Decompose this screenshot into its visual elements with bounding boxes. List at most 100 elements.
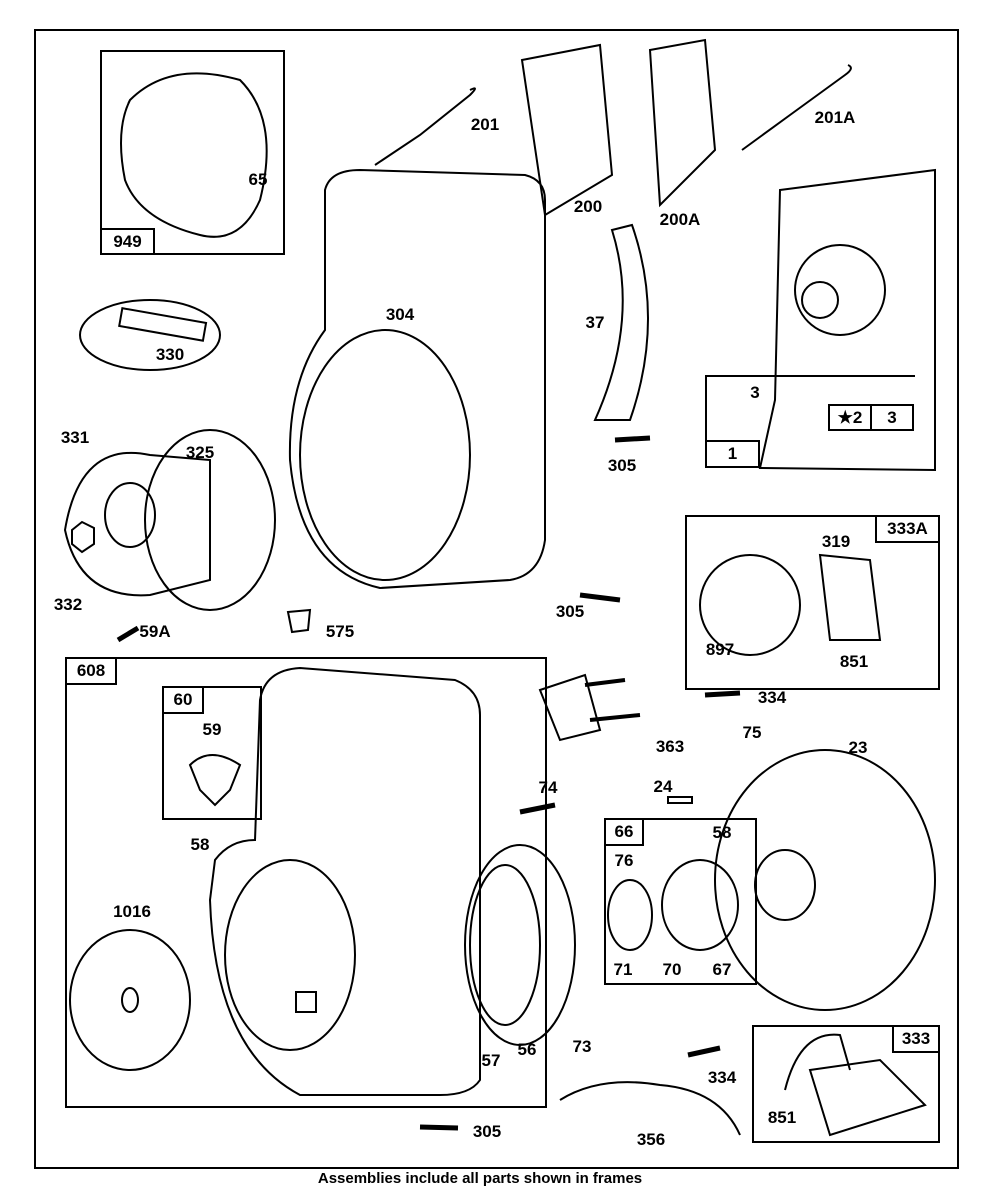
frame-label-3: 3 [870, 404, 914, 431]
part-label-332: 332 [53, 595, 83, 614]
pin-59A [116, 625, 140, 643]
screw-334 [687, 1045, 721, 1058]
clutch-76 [607, 879, 653, 951]
screw-305 [419, 1124, 459, 1131]
starter-opening [224, 859, 356, 1051]
part-label-330: 330 [155, 345, 185, 364]
frame-label-608: 608 [65, 657, 117, 685]
part-label-851: 851 [767, 1108, 797, 1127]
part-label-331: 331 [60, 428, 90, 447]
frame-333A [685, 515, 940, 690]
part-label-305: 305 [555, 602, 585, 621]
sleeve-330 [118, 307, 208, 342]
part-label-59A: 59A [139, 622, 171, 641]
part-label-363: 363 [655, 737, 685, 756]
part-label-71: 71 [613, 960, 633, 979]
cylinder-bearing [794, 244, 886, 336]
frame-1 [705, 375, 915, 468]
bracket-200 [520, 43, 614, 217]
wire-356 [559, 1081, 741, 1136]
part-label-75: 75 [742, 723, 762, 742]
frame-label-60: 60 [162, 686, 204, 714]
part-label-58: 58 [712, 823, 732, 842]
frame-66 [604, 818, 757, 985]
part-label-575: 575 [325, 622, 355, 641]
part-label-325: 325 [185, 443, 215, 462]
screw-74 [519, 802, 556, 815]
part-label-334: 334 [757, 688, 787, 707]
part-label-67: 67 [712, 960, 732, 979]
rewind-housing-608 [208, 666, 481, 1096]
screen-325 [144, 429, 276, 611]
cylinder-block-1 [758, 168, 936, 472]
part-label-3: 3 [750, 383, 760, 402]
screw-334 [704, 690, 741, 698]
part-label-305: 305 [607, 456, 637, 475]
part-label-201: 201 [470, 115, 500, 134]
frame-label-1: 1 [705, 440, 760, 468]
flywheel-hub [754, 849, 816, 921]
starter-window [295, 991, 317, 1013]
part-label-201A: 201A [814, 108, 856, 127]
part-label-70: 70 [662, 960, 682, 979]
wire-330 [79, 299, 221, 371]
bracket-200A [648, 38, 717, 208]
baffle-37 [593, 223, 649, 421]
screw-305 [614, 435, 651, 443]
cover-hole [121, 987, 139, 1013]
part-label-851: 851 [839, 652, 869, 671]
pulley-56 [469, 864, 541, 1026]
part-label-59: 59 [202, 720, 222, 739]
part-label-57: 57 [481, 1051, 501, 1070]
flywheel-23 [714, 749, 936, 1011]
part-label-65: 65 [248, 170, 268, 189]
ground-wire [784, 1033, 851, 1091]
bracket-363 [538, 673, 602, 742]
part-label-37: 37 [585, 313, 605, 332]
part-label-76: 76 [614, 851, 634, 870]
cylinder-bore [801, 281, 839, 319]
link-201 [374, 87, 476, 166]
armature-333 [808, 1058, 927, 1137]
part-label-305: 305 [472, 1122, 502, 1141]
armature-plate [699, 554, 801, 656]
armature-319 [818, 553, 882, 641]
part-label-334: 334 [707, 1068, 737, 1087]
frame-label-333: 333 [892, 1025, 940, 1053]
bolt [584, 678, 626, 687]
key-24 [667, 796, 693, 804]
hub-331 [104, 482, 156, 548]
blower-housing-304 [288, 168, 546, 590]
frame-label-2: ★2 [828, 404, 872, 431]
part-label-56: 56 [517, 1040, 537, 1059]
frame-label-333A: 333A [875, 515, 940, 543]
frame-949 [100, 50, 285, 255]
outer-border [34, 29, 959, 1169]
link-201A [741, 64, 852, 151]
pulley-73 [464, 844, 576, 1046]
frame-label-949: 949 [100, 228, 155, 255]
nut-332 [71, 520, 95, 554]
part-label-304: 304 [385, 305, 415, 324]
frame-608 [65, 657, 547, 1108]
part-label-74: 74 [538, 778, 558, 797]
rotating-screen-331 [63, 451, 211, 597]
part-label-73: 73 [572, 1037, 592, 1056]
frame-333 [752, 1025, 940, 1143]
part-label-200A: 200A [659, 210, 701, 229]
wire-harness-949 [120, 72, 268, 238]
part-label-356: 356 [636, 1130, 666, 1149]
part-label-200: 200 [573, 197, 603, 216]
part-label-58: 58 [190, 835, 210, 854]
part-label-897: 897 [705, 640, 735, 659]
housing-opening [299, 329, 471, 581]
bolt [589, 713, 641, 722]
frame-60 [162, 686, 262, 820]
handle-59 [188, 754, 242, 807]
part-label-319: 319 [821, 532, 851, 551]
cover-1016 [69, 929, 191, 1071]
screw-305 [579, 592, 621, 603]
part-label-23: 23 [848, 738, 868, 757]
clutch-70 [661, 859, 739, 951]
